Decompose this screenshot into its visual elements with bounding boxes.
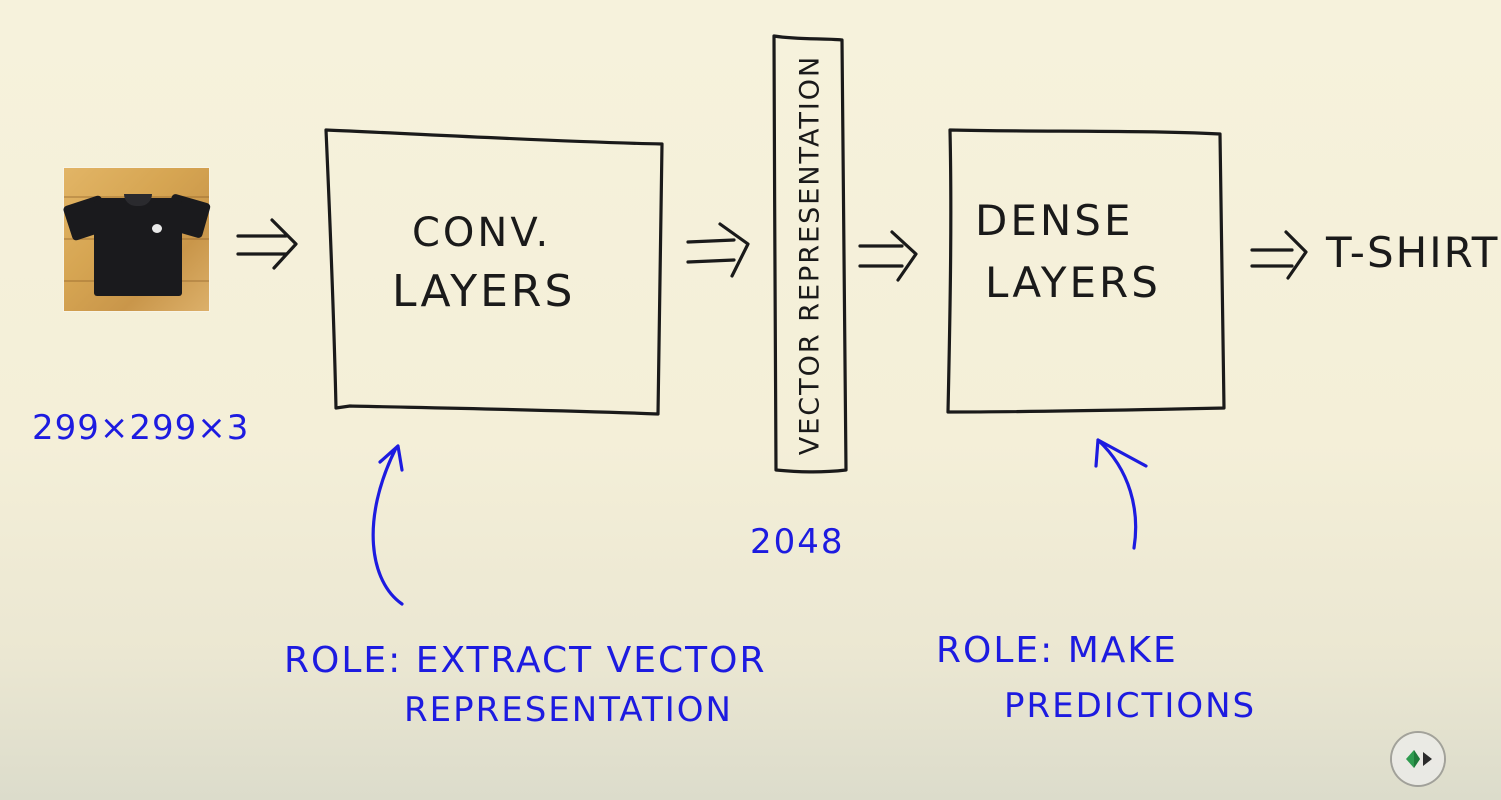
tshirt-photo [62,168,212,311]
vector-representation-bar [772,34,848,474]
play-icon [1406,750,1432,768]
arrow-dense-to-output [1250,230,1308,280]
conv-layers-box [324,128,664,416]
input-shape-label: 299×299×3 [32,408,250,448]
output-label: T-SHIRT [1326,228,1500,277]
player-control-button[interactable] [1392,733,1444,785]
dense-layers-label-line1: DENSE [975,196,1134,245]
arrow-vector-to-dense [858,230,918,282]
dense-role-label-line2: PREDICTIONS [1004,686,1257,726]
dense-layers-label-line2: LAYERS [985,258,1161,307]
dense-layers-box [946,128,1226,414]
conv-role-label-line2: REPRESENTATION [404,690,733,730]
conv-role-arrow [371,444,404,606]
vector-representation-label: VECTOR REPRESENTATION [794,54,826,456]
conv-role-label-line1: ROLE: EXTRACT VECTOR [284,640,767,681]
arrow-conv-to-vector [686,222,750,278]
conv-layers-label-line1: CONV. [412,210,552,256]
arrow-input-to-conv [236,218,298,270]
conv-layers-label-line2: LAYERS [392,266,576,317]
dense-role-arrow [1094,438,1148,550]
vector-size-label: 2048 [750,522,845,562]
dense-role-label-line1: ROLE: MAKE [936,630,1178,671]
